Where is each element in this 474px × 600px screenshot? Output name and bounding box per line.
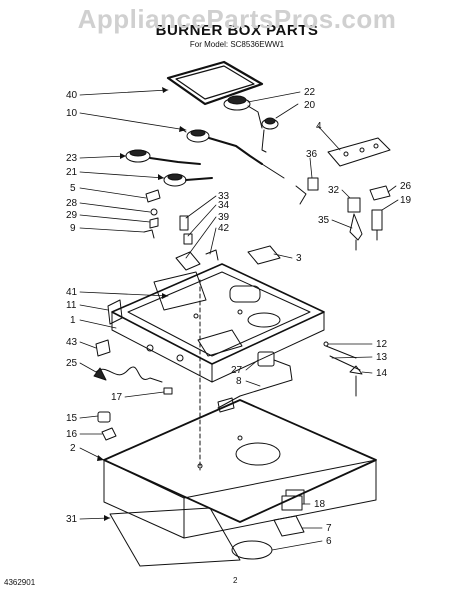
callout-17: 17: [111, 392, 123, 403]
callout-43: 43: [66, 337, 78, 348]
callout-36: 36: [306, 149, 318, 160]
callout-14: 14: [376, 368, 388, 379]
callout-21: 21: [66, 167, 78, 178]
document-number: 4362901: [4, 578, 36, 587]
part-switch-and-clip: [97, 411, 117, 441]
callout-11: 11: [66, 300, 77, 311]
callout-23: 23: [66, 153, 78, 164]
callout-32: 32: [328, 185, 340, 196]
callout-18: 18: [314, 499, 326, 510]
callout-20: 20: [304, 100, 316, 111]
part-bottom-cover: [109, 507, 241, 567]
callout-6: 6: [326, 536, 332, 547]
site-watermark: AppliancePartsPros.com: [77, 4, 397, 34]
callout-12: 12: [376, 339, 388, 350]
callout-19: 19: [400, 195, 412, 206]
callout-numbers: 40 10 23 21 5 28 29 9 22 20 4 36 32 26 1…: [66, 87, 412, 547]
part-burners-left: [125, 149, 213, 187]
part-burner-pan: [111, 263, 325, 383]
callout-22: 22: [304, 87, 316, 98]
callout-2: 2: [70, 443, 76, 454]
callout-1: 1: [70, 315, 76, 326]
part-burner-igniter-tube: [179, 127, 285, 179]
part-side-bracket: [107, 299, 123, 325]
callout-3: 3: [296, 253, 302, 264]
callout-34: 34: [218, 200, 230, 211]
callout-40: 40: [66, 90, 78, 101]
part-wire-harness: [93, 339, 163, 383]
page-number: 2: [233, 576, 238, 585]
callout-13: 13: [376, 352, 388, 363]
diagram-title: BURNER BOX PARTS: [155, 22, 319, 39]
callout-9: 9: [70, 223, 76, 234]
part-cover-plate: [247, 245, 281, 265]
callout-10: 10: [66, 108, 78, 119]
part-clips-center: [175, 215, 219, 271]
callout-28: 28: [66, 198, 78, 209]
callout-41: 41: [66, 287, 78, 298]
model-line: For Model: SC8536EWW1: [189, 40, 285, 49]
part-valve-stem-spring: [323, 341, 363, 397]
callout-39: 39: [218, 212, 230, 223]
callout-8: 8: [236, 376, 242, 387]
part-small-clip: [163, 387, 173, 395]
part-burner-box: [103, 399, 377, 539]
callout-7: 7: [326, 523, 332, 534]
callout-29: 29: [66, 210, 78, 221]
callout-33: 33: [218, 191, 230, 202]
callout-26: 26: [400, 181, 412, 192]
callout-4: 4: [316, 121, 322, 132]
callout-31: 31: [66, 514, 78, 525]
leader-arrowheads: [97, 87, 186, 521]
part-terminal-block: [231, 489, 305, 560]
part-small-brackets-left: [143, 189, 161, 239]
callout-27: 27: [231, 365, 243, 376]
part-burner-upper-right: [223, 95, 279, 153]
callout-5: 5: [70, 183, 76, 194]
part-manifold-bracket: [327, 137, 391, 167]
part-spark-module: [217, 351, 293, 413]
part-grate-frame: [166, 60, 264, 106]
callout-15: 15: [66, 413, 78, 424]
callout-35: 35: [318, 215, 330, 226]
callout-42: 42: [218, 223, 230, 234]
part-valves-switches: [295, 177, 391, 251]
callout-25: 25: [66, 358, 78, 369]
callout-16: 16: [66, 429, 78, 440]
